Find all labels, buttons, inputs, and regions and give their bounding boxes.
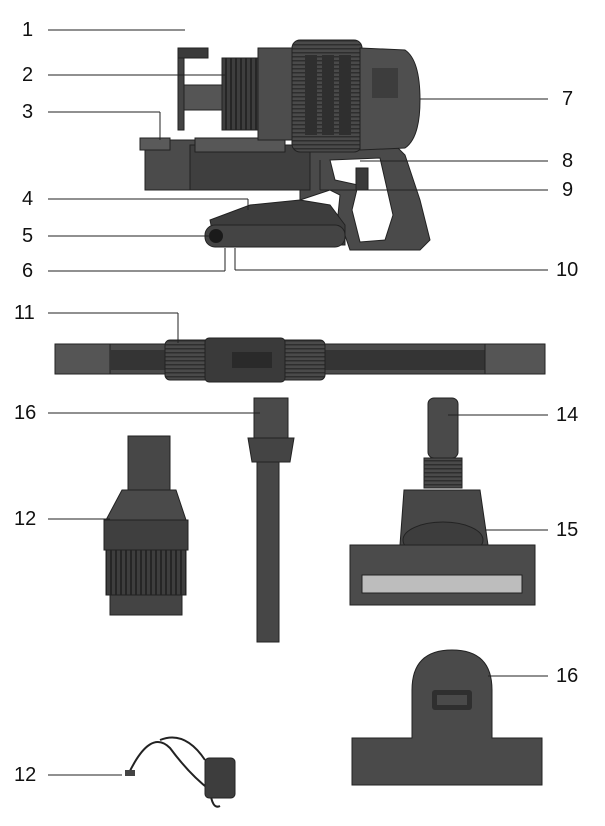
callout-14: 14 [556,404,579,426]
callout-9: 9 [562,179,574,201]
callout-2: 2 [22,64,34,86]
crevice-tool [247,397,295,643]
main-vacuum-body [139,39,431,251]
charger-adapter [125,736,236,808]
callout-5: 5 [22,225,34,247]
brush-tool [103,435,189,616]
callout-1: 1 [22,19,34,41]
callout-3: 3 [22,101,34,123]
callout-15: 15 [556,519,579,541]
callout-11: 11 [14,302,35,324]
wall-mount [351,649,543,786]
callout-16-mount: 16 [556,665,579,687]
callout-12-charger: 12 [14,764,37,786]
callout-12-brush: 12 [14,508,37,530]
callout-7: 7 [562,88,574,110]
callout-6: 6 [22,260,34,282]
callout-8: 8 [562,150,574,172]
callout-10: 10 [556,259,579,281]
callout-16-crevice: 16 [14,402,37,424]
leader-lines [48,29,548,776]
power-brush-head [349,397,536,606]
extension-tube [54,337,546,383]
callout-4: 4 [22,188,34,210]
